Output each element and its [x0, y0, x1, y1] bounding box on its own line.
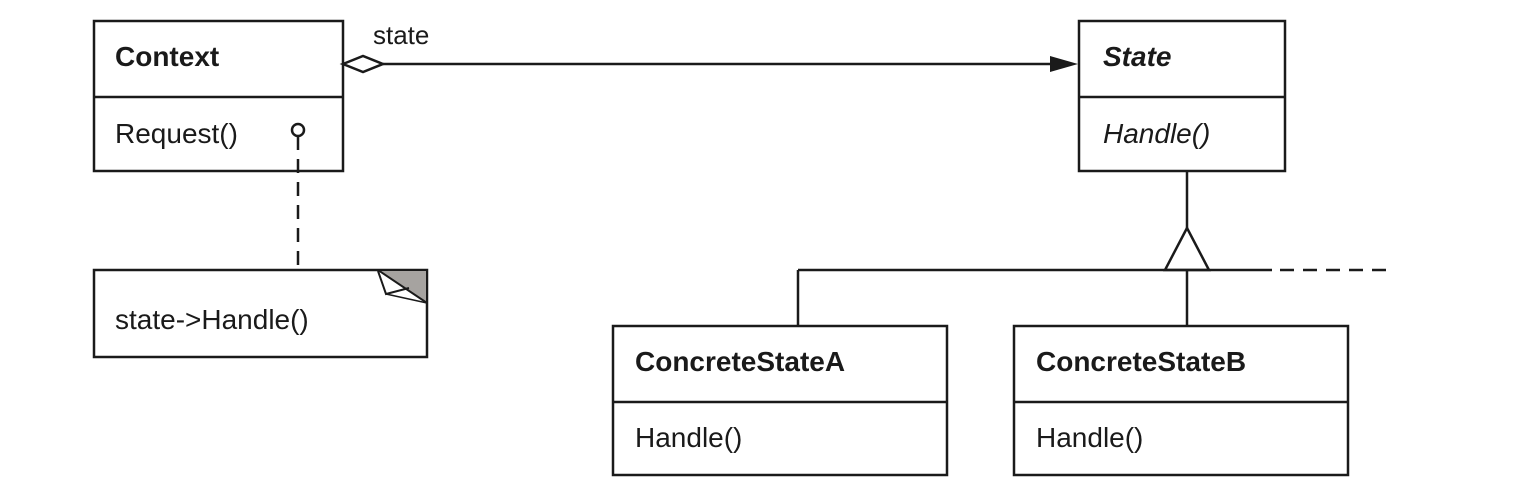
note-anchor-circle: [290, 122, 306, 138]
context-class-name: Context: [115, 41, 219, 72]
concrete-state-b-box: [1012, 324, 1350, 477]
concrete-state-a-name: ConcreteStateA: [635, 346, 845, 377]
note-box: [92, 268, 429, 359]
concrete-state-a-handle-operation: Handle(): [635, 422, 742, 453]
note-fold-shade: [374, 269, 428, 305]
association-arrowhead: [1050, 56, 1078, 72]
state-class-name: State: [1103, 41, 1171, 72]
context-request-operation: Request(): [115, 118, 238, 149]
state-class: State Handle(): [1077, 19, 1287, 173]
inheritance-triangle: [1162, 225, 1212, 272]
aggregation-diamond: [339, 54, 387, 74]
context-class: Context Request(): [92, 19, 345, 173]
note-fold-edge: [385, 293, 428, 304]
association-role-label: state: [373, 20, 429, 50]
state-handle-operation: Handle(): [1103, 118, 1210, 149]
concrete-state-a-class: ConcreteStateA Handle(): [611, 324, 949, 477]
note-text: state->Handle(): [115, 304, 309, 335]
implementation-note: state->Handle(): [92, 268, 429, 359]
concrete-state-b-class: ConcreteStateB Handle(): [1012, 324, 1350, 477]
state-association: state: [339, 20, 1078, 74]
concrete-state-a-box: [611, 324, 949, 477]
concrete-state-b-handle-operation: Handle(): [1036, 422, 1143, 453]
inheritance-connector: [796, 171, 1392, 326]
concrete-state-b-name: ConcreteStateB: [1036, 346, 1246, 377]
